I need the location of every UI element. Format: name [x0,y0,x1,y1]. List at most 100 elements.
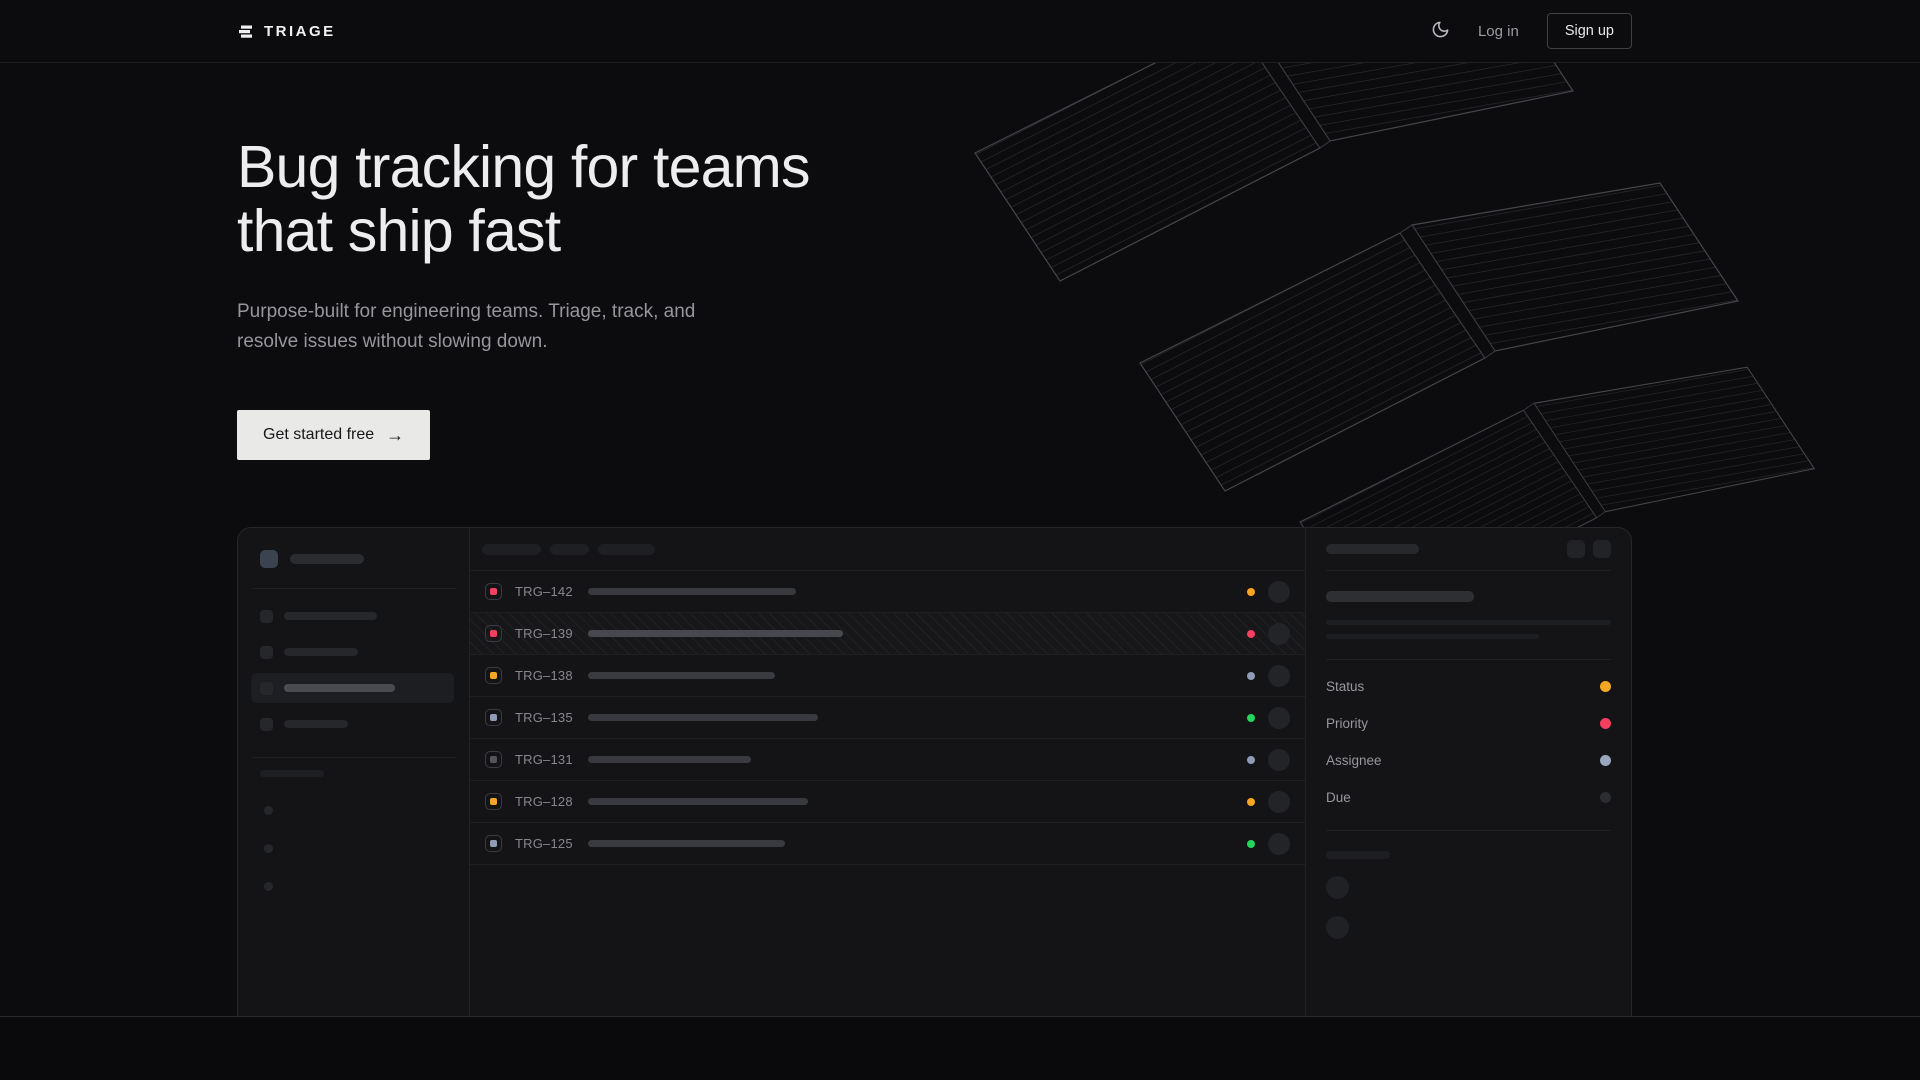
detail-desc-skeleton [1326,634,1539,639]
issue-type-icon [485,625,502,642]
status-dot [1247,671,1255,680]
issue-id: TRG–125 [515,836,573,851]
hero-heading-line2: that ship fast [237,198,561,265]
issue-row: TRG–125 [470,823,1305,865]
signup-button[interactable]: Sign up [1546,13,1632,49]
tab-skeleton [550,543,589,555]
assignee-avatar [1268,748,1290,771]
skeleton-bar [284,720,348,728]
divider [252,588,456,589]
tab-skeleton [482,543,541,555]
field-value-dot [1600,792,1611,803]
issue-row: TRG–135 [470,697,1305,739]
issue-row: TRG–128 [470,781,1305,823]
app-mockup: TRG–142 TRG–139 TRG–138 TRG–135 TRG–131 [237,527,1632,1016]
issue-id: TRG–135 [515,710,573,725]
issue-id: TRG–142 [515,584,573,599]
field-label: Due [1326,790,1351,805]
mockup-sidebar [238,528,470,1016]
hero-heading: Bug tracking for teams that ship fast [237,135,1920,264]
issue-title-skeleton [587,798,808,805]
detail-title-skeleton [1326,591,1474,602]
brand-name: TRIAGE [264,22,336,40]
assignee-avatar [1268,790,1290,813]
issue-title-skeleton [587,714,818,721]
issue-type-icon [485,583,502,600]
issue-row: TRG–142 [470,571,1305,613]
detail-fields: Status Priority Assignee Due [1326,668,1611,816]
status-dot [1247,587,1255,596]
issue-type-icon [485,751,502,768]
triage-logo-icon [237,23,254,40]
issue-id: TRG–131 [515,752,573,767]
assignee-avatar [1268,706,1290,729]
skeleton-bar [1326,544,1419,554]
issue-row: TRG–139 [470,613,1305,655]
skeleton-bar [1326,851,1390,859]
list-tabs-row [470,528,1305,571]
status-dot [1247,755,1255,764]
footer [0,1017,1920,1080]
arrow-right-icon: → [386,424,405,445]
workspace-row [260,550,455,568]
field-label: Assignee [1326,753,1382,768]
skeleton-bar [284,612,377,620]
hero-section: Bug tracking for teams that ship fast Pu… [0,63,1920,1016]
nav-item-icon [260,717,273,731]
detail-desc-skeleton [1326,620,1611,625]
nav-item-icon [260,681,273,695]
skeleton-bar [260,770,324,777]
brand-logo[interactable]: TRIAGE [237,23,336,40]
get-started-button[interactable]: Get started free → [237,409,431,460]
comment-avatar-skeleton [1326,876,1349,899]
issue-id: TRG–139 [515,626,573,641]
assignee-avatar [1268,622,1290,645]
detail-field-row: Assignee [1326,742,1611,779]
issue-type-icon [485,709,502,726]
issue-title-skeleton [587,756,751,763]
issue-title-skeleton [587,588,796,595]
tab-skeleton [598,543,655,555]
status-dot [1247,713,1255,722]
detail-field-row: Status [1326,668,1611,705]
issue-id: TRG–128 [515,794,573,809]
section-divider [0,1016,1920,1017]
get-started-label: Get started free [263,425,375,443]
comment-avatar-skeleton [1326,916,1349,939]
issue-row: TRG–131 [470,739,1305,781]
detail-panel-header [1326,528,1611,571]
moon-icon [1431,20,1450,42]
field-value-dot [1600,718,1611,729]
status-dot [1247,797,1255,806]
issue-title-skeleton [587,840,785,847]
issue-type-icon [485,793,502,810]
field-value-dot [1600,755,1611,766]
issue-id: TRG–138 [515,668,573,683]
panel-action-button [1593,540,1611,558]
hero-subtitle: Purpose-built for engineering teams. Tri… [237,300,696,352]
divider [1326,830,1611,831]
top-nav: TRIAGE Log in Sign up [0,0,1920,63]
issue-type-icon [485,835,502,852]
login-link[interactable]: Log in [1477,22,1519,40]
nav-item-icon [260,645,273,659]
issue-type-icon [485,667,502,684]
theme-toggle-button[interactable] [1431,20,1450,42]
divider [1326,659,1611,660]
field-label: Status [1326,679,1365,694]
issue-title-skeleton [587,630,843,637]
issue-row: TRG–138 [470,655,1305,697]
panel-action-button [1567,540,1585,558]
workspace-avatar [260,550,278,568]
sidebar-nav-item-active [251,673,454,703]
hero-heading-line1: Bug tracking for teams [237,134,810,200]
sidebar-nav-item [251,709,454,739]
field-label: Priority [1326,716,1369,731]
sidebar-nav-item [251,637,454,667]
mockup-detail-panel: Status Priority Assignee Due [1306,528,1631,1016]
mockup-issue-list: TRG–142 TRG–139 TRG–138 TRG–135 TRG–131 [470,528,1306,1016]
detail-field-row: Due [1326,779,1611,816]
field-value-dot [1600,681,1611,692]
sidebar-dot [264,882,273,891]
assignee-avatar [1268,664,1290,687]
